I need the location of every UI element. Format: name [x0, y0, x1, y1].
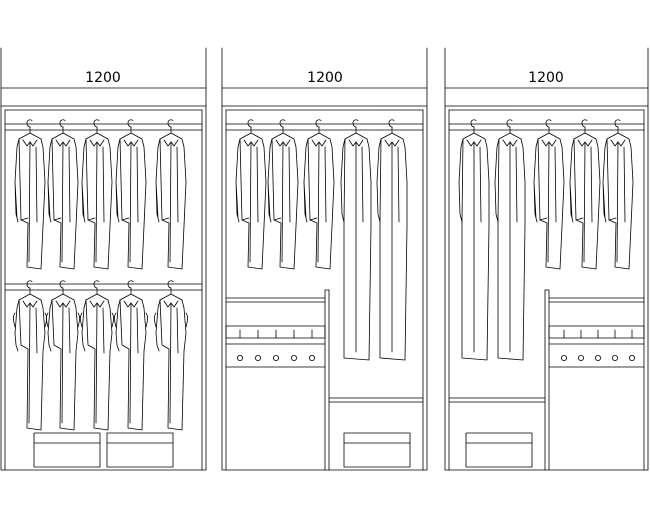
wardrobe-unit-3: 1200 [444, 47, 649, 471]
hanging-rail [225, 123, 424, 131]
lower-shelf [448, 397, 546, 403]
storage-box [343, 432, 411, 468]
dimension-line: 1200 [0, 47, 207, 107]
lower-shelf [328, 397, 424, 403]
wardrobe-unit-1: 1200 [0, 47, 207, 471]
storage-boxes [33, 432, 174, 468]
hanging-rail-lower [4, 283, 203, 291]
drawer-stack [225, 289, 330, 471]
coats [235, 119, 408, 361]
lower-coats [13, 280, 188, 431]
coats [458, 119, 634, 361]
cabinet-frame [444, 105, 649, 471]
width-label: 1200 [528, 70, 564, 86]
dimension-line: 1200 [444, 47, 649, 107]
storage-box [465, 432, 533, 468]
upper-coats [14, 119, 187, 270]
width-label: 1200 [307, 70, 343, 86]
width-label: 1200 [85, 70, 121, 86]
wardrobe-unit-2: 1200 [221, 47, 428, 471]
drawer-stack [544, 289, 645, 471]
dimension-line: 1200 [221, 47, 428, 107]
cabinet-frame [221, 105, 428, 471]
hanging-rail-upper [4, 123, 203, 131]
hanging-rail [448, 123, 645, 131]
